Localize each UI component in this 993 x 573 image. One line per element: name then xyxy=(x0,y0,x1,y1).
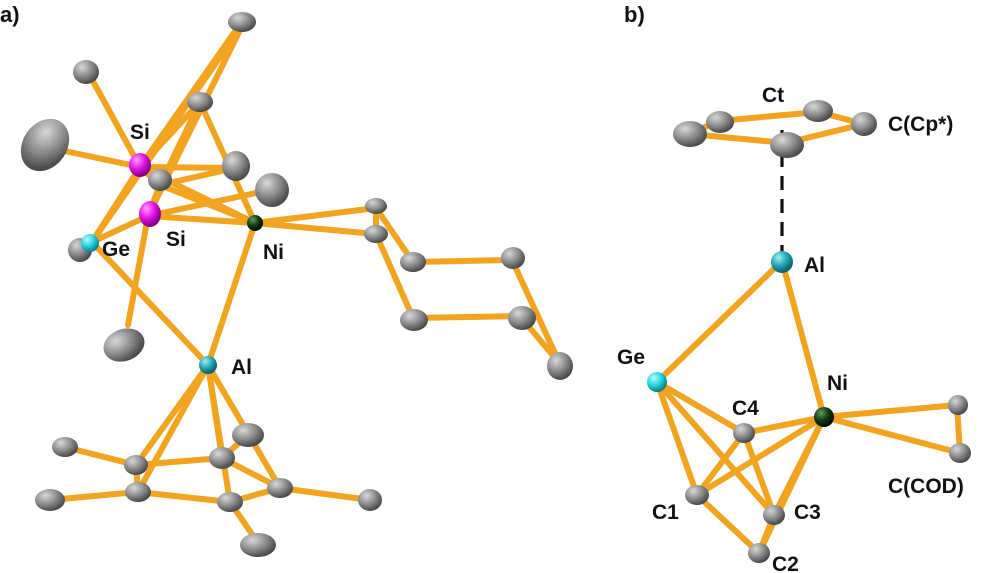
panel-a-atoms xyxy=(20,12,573,557)
carbon-atom xyxy=(400,252,426,272)
atom-label-si-top: Si xyxy=(130,121,150,144)
atom-label-al: Al xyxy=(804,254,825,277)
atom-label-c-cp: C(Cp*) xyxy=(888,113,953,136)
silicon-atom-bottom xyxy=(139,201,161,227)
carbon-atom xyxy=(187,92,213,112)
panel-b-labels: Ct C(Cp*) Al Ge Ni C4 C1 C3 C2 C(COD) xyxy=(617,84,964,573)
carbon-atom xyxy=(209,447,235,469)
panel-a: a) xyxy=(0,2,573,557)
carbon-atom xyxy=(851,112,877,136)
carbon-atom xyxy=(803,100,833,122)
nickel-atom xyxy=(814,407,834,427)
panel-b: b) xyxy=(617,2,971,573)
carbon-atom xyxy=(73,60,99,84)
panel-a-label: a) xyxy=(0,2,20,27)
atom-label-c-cod: C(COD) xyxy=(888,475,964,498)
carbon-atom xyxy=(673,121,707,147)
nickel-atom xyxy=(247,215,263,231)
carbon-atom xyxy=(124,455,148,475)
germanium-atom xyxy=(647,372,667,392)
carbon-atom xyxy=(255,173,289,207)
carbon-atom xyxy=(240,533,276,557)
panel-a-labels: Si Si Ge Ni Al xyxy=(102,121,284,379)
carbon-atom xyxy=(52,437,78,457)
carbon-atom xyxy=(949,443,971,463)
carbon-atom xyxy=(228,12,256,32)
atom-label-si-bottom: Si xyxy=(166,228,186,251)
aluminium-atom xyxy=(199,356,217,374)
carbon-atom xyxy=(358,489,382,511)
atom-label-ge: Ge xyxy=(102,238,130,261)
carbon-atom xyxy=(232,423,264,447)
aluminium-atom xyxy=(771,251,793,273)
panel-b-atoms xyxy=(647,100,971,563)
carbon-atom xyxy=(20,118,70,172)
atom-label-c4: C4 xyxy=(732,397,759,420)
atom-label-al: Al xyxy=(231,356,252,379)
carbon-atom xyxy=(400,309,428,331)
carbon-atom xyxy=(763,505,785,525)
carbon-atom xyxy=(222,151,250,181)
atom-label-c1: C1 xyxy=(652,501,679,524)
atom-label-c3: C3 xyxy=(794,501,821,524)
atom-label-ct: Ct xyxy=(762,84,784,107)
panel-b-label: b) xyxy=(624,2,645,27)
atom-label-ge: Ge xyxy=(617,346,645,369)
carbon-atom xyxy=(733,423,755,443)
atom-label-ni: Ni xyxy=(263,241,284,264)
carbon-atom xyxy=(547,352,573,380)
carbon-atom xyxy=(706,111,734,133)
carbon-atom xyxy=(748,543,770,563)
atom-label-ni: Ni xyxy=(827,372,848,395)
carbon-atom xyxy=(267,478,293,498)
carbon-atom xyxy=(103,328,145,362)
carbon-atom xyxy=(125,482,151,502)
carbon-atom xyxy=(685,485,709,505)
carbon-atom xyxy=(365,198,387,214)
carbon-atom xyxy=(948,395,968,415)
carbon-atom xyxy=(148,169,172,191)
carbon-atom xyxy=(770,132,804,158)
silicon-atom-top xyxy=(129,153,151,177)
carbon-atom xyxy=(508,306,536,330)
carbon-atom xyxy=(364,225,388,243)
germanium-atom xyxy=(81,234,99,252)
carbon-atom xyxy=(35,489,65,511)
carbon-atom xyxy=(217,492,243,512)
carbon-atom xyxy=(501,247,525,269)
atom-label-c2: C2 xyxy=(772,553,799,573)
